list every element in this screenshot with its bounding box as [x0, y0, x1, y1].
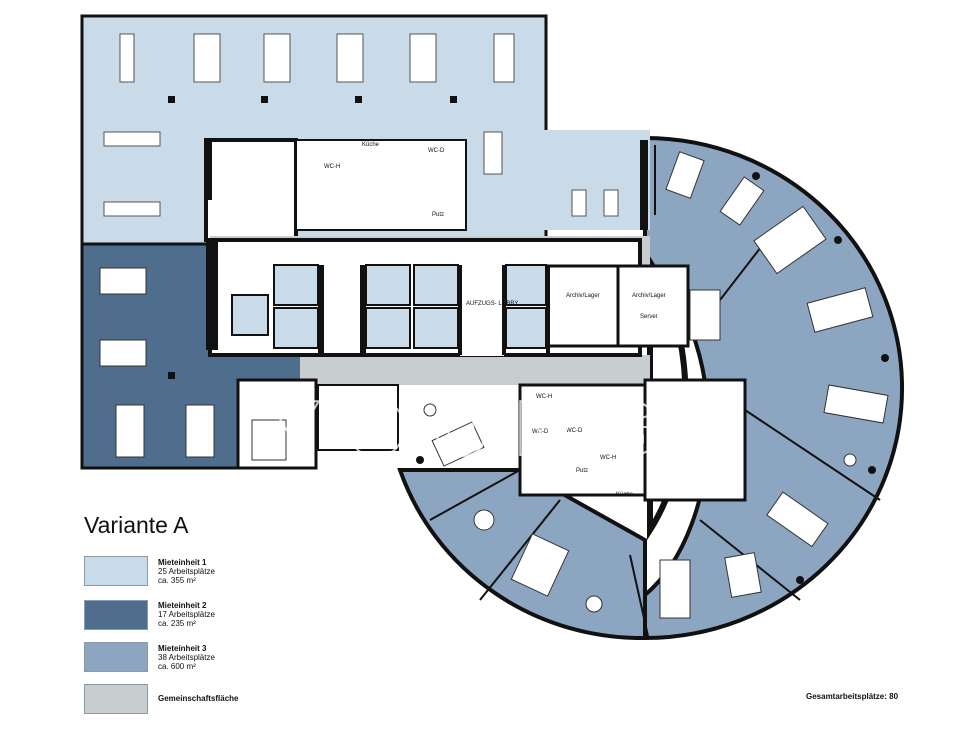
label-wch-mid: WC-H — [536, 394, 552, 400]
legend-unit2: Mieteinheit 2 17 Arbeitsplätze ca. 235 m… — [158, 601, 215, 628]
legend-unit3-name: Mieteinheit 3 — [158, 644, 207, 653]
legend-unit3: Mieteinheit 3 38 Arbeitsplätze ca. 600 m… — [158, 644, 215, 671]
legend-unit2-line2: ca. 235 m² — [158, 619, 196, 628]
legend-common-name: Gemeinschaftsfläche — [158, 694, 239, 703]
legend-common: Gemeinschaftsfläche — [158, 694, 238, 703]
legend-unit1-name: Mieteinheit 1 — [158, 558, 207, 567]
desks-unit2 — [99, 267, 287, 461]
room-labels: Küche WC-H WC-D Putz AUFZUGS- LOBBY Arch… — [324, 142, 666, 498]
ring-partitions — [429, 145, 881, 637]
label-wcd-top: WC-D — [428, 148, 445, 154]
label-wch-top: WC-H — [324, 164, 340, 170]
legend-unit3-line2: ca. 600 m² — [158, 662, 196, 671]
legend-swatch-unit2 — [84, 600, 148, 630]
unit3-lower-wing — [397, 468, 647, 641]
structural-walls — [206, 140, 648, 355]
legend-unit1-line2: ca. 355 m² — [158, 576, 196, 585]
total-workplaces: Gesamtarbeitsplätze: 80 — [806, 692, 899, 701]
label-kueche-top: Küche — [362, 142, 380, 148]
columns — [168, 96, 889, 584]
legend-unit1-line1: 25 Arbeitsplätze — [158, 567, 215, 576]
plan-title: Variante A — [84, 512, 189, 538]
label-server: Server — [640, 314, 658, 320]
legend-unit3-line1: 38 Arbeitsplätze — [158, 653, 215, 662]
label-wcd-low: WC-D — [566, 428, 583, 434]
desks-unit3 — [431, 151, 889, 619]
label-archiv-2: Archiv/Lager — [632, 293, 666, 299]
label-aufzug: AUFZUGS- LOBBY — [466, 301, 518, 307]
legend-swatch-unit3 — [84, 642, 148, 672]
label-putz-low: Putz — [576, 468, 588, 474]
label-putz-top: Putz — [432, 212, 444, 218]
label-archiv-1: Archiv/Lager — [566, 293, 600, 299]
watermark-text: YOUNG — [268, 384, 684, 472]
round-tables — [423, 403, 857, 613]
legend-unit2-name: Mieteinheit 2 — [158, 601, 207, 610]
label-kueche-low: Küche — [616, 492, 634, 498]
legend-unit1: Mieteinheit 1 25 Arbeitsplätze ca. 355 m… — [158, 558, 215, 585]
legend-swatch-common — [84, 684, 148, 714]
legend-swatch-unit1 — [84, 556, 148, 586]
legend-unit2-line1: 17 Arbeitsplätze — [158, 610, 215, 619]
desks-unit1 — [103, 33, 619, 217]
label-wcd-mid: WC-D — [532, 429, 549, 435]
common-area — [204, 138, 747, 502]
label-wch-low: WC-H — [600, 455, 616, 461]
